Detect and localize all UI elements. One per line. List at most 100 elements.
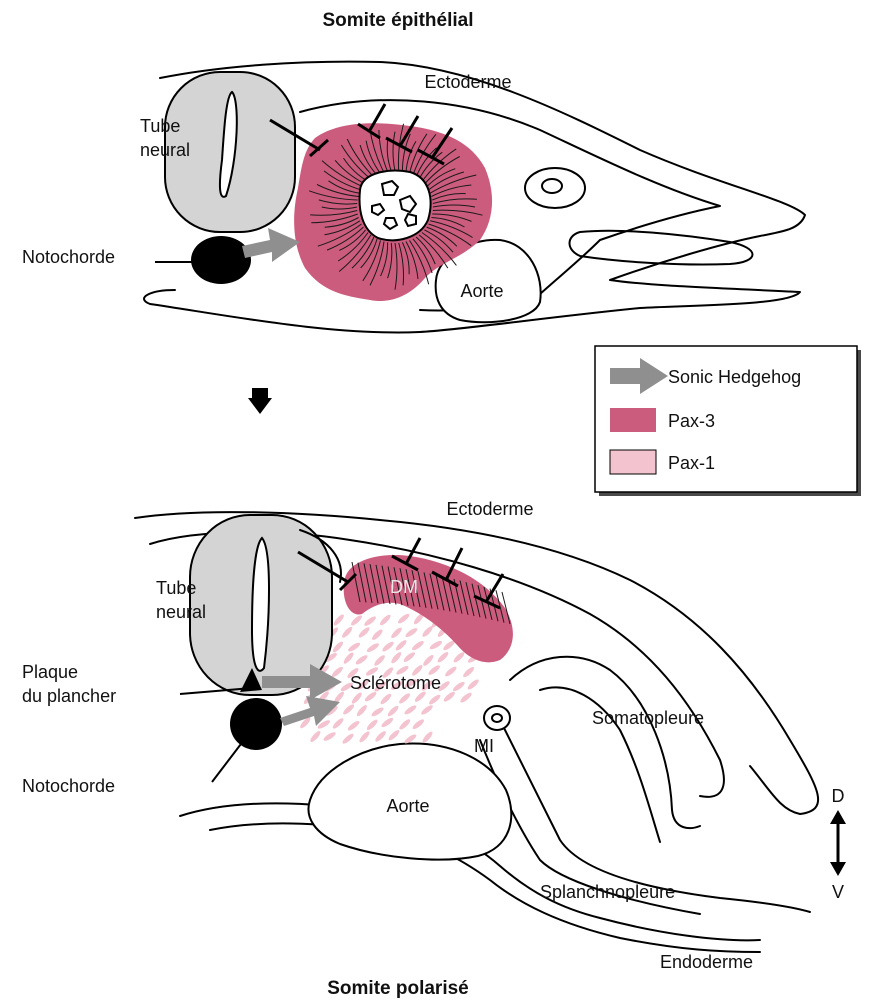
sclerotome-cell — [422, 626, 433, 637]
dermomyotome-cell-stripe — [375, 564, 385, 604]
sclerotome-cell — [317, 720, 331, 729]
dermomyotome-cell-stripe — [435, 574, 445, 611]
top-neural-canal — [218, 90, 238, 198]
sclerotome-cell — [324, 653, 337, 662]
sclerotome-cell — [443, 640, 455, 651]
sclerotome-cell — [380, 614, 391, 626]
somite-cell-stripe — [339, 229, 366, 251]
dermomyotome-cell-stripe — [453, 578, 463, 614]
somite-cell-stripe — [421, 148, 457, 182]
sclerotome-cell — [364, 692, 377, 702]
somite-cell-stripe — [324, 217, 359, 228]
sclerotome-cell — [428, 665, 440, 675]
bottom-aorta — [307, 742, 513, 861]
bottom-somatopleure-inner — [539, 686, 661, 843]
somite-cell-stripe — [412, 238, 433, 274]
legend-shh-icon — [610, 358, 668, 394]
sclerotome-cell — [412, 719, 424, 730]
somite-cell-stripe — [392, 131, 396, 171]
somite-cell-stripe — [311, 213, 358, 224]
somite-cell-stripe — [394, 243, 398, 290]
bottom-inhibition-markers — [297, 537, 505, 610]
bottom-shh-arrow-floor — [262, 664, 342, 700]
dermomyotome-cell-stripe — [387, 566, 397, 605]
bottom-label-aorta: Aorte — [386, 796, 429, 816]
bottom-notochord-leader — [211, 739, 245, 783]
dermomyotome-cell-stripe — [423, 572, 433, 609]
top-label-tube-1: Tube — [140, 116, 180, 136]
somite-cell-stripe — [428, 171, 465, 191]
somite-cell-stripe — [346, 138, 375, 178]
somite-cell-stripe — [387, 242, 393, 279]
somite-cell-stripe — [397, 123, 405, 172]
sclerotome-cell — [403, 652, 415, 662]
bottom-label-floor-plate-1: Plaque — [22, 662, 78, 682]
sclerotome-cell — [340, 682, 353, 692]
somite-cell-stripe — [429, 220, 473, 238]
bottom-label-dm: DM — [390, 577, 418, 597]
top-lateral-plate — [568, 229, 754, 266]
somite-cell-stripe — [418, 234, 449, 269]
sclerotome-cell — [372, 629, 383, 640]
sclerotome-cell — [342, 733, 354, 744]
axis-arrowhead-up — [830, 810, 846, 824]
sclerotome-cell — [300, 717, 311, 729]
bottom-label-im: MI — [474, 736, 494, 756]
somite-cell-stripe — [317, 223, 362, 247]
somite-cell-stripe — [369, 241, 385, 286]
sclerotome-cell — [382, 641, 394, 652]
top-notochord — [191, 236, 251, 284]
sclerotome-cell — [429, 640, 443, 650]
legend-label-shh: Sonic Hedgehog — [668, 367, 801, 387]
bottom-floor-plate — [240, 668, 262, 692]
somite-cell-stripe — [428, 223, 472, 247]
sclerotome-cell — [413, 613, 424, 625]
dermomyotome-cell-stripe — [381, 565, 391, 605]
top-label-tube-2: neural — [140, 140, 190, 160]
somite-cell-stripe — [321, 206, 358, 210]
sclerotome-cell — [453, 652, 465, 663]
somite-cell-stripe — [426, 226, 458, 247]
sclerotome-cell — [358, 627, 370, 638]
bottom-label-sclerotome: Sclérotome — [350, 673, 441, 693]
sclerotome-cell — [331, 666, 343, 677]
sclerotome-cell — [412, 664, 423, 676]
bottom-panel: Ectoderme Tube neural Plaque du plancher… — [22, 499, 819, 999]
sclerotome-cell — [356, 680, 369, 690]
somite-cell-stripe — [421, 232, 457, 266]
dermomyotome-cell-stripe — [405, 569, 415, 607]
sclerotome-cell — [399, 719, 411, 730]
dermomyotome-cell-stripe — [429, 573, 439, 610]
somite-cell-stripe — [380, 242, 389, 277]
sclerotome-cell — [391, 652, 402, 664]
legend-label-pax3: Pax-3 — [668, 411, 715, 431]
sclerotome-cell — [380, 693, 392, 705]
sclerotome-cell — [366, 719, 378, 730]
dermomyotome-cell-stripe — [465, 581, 475, 617]
axis-label-dorsal: D — [832, 786, 845, 806]
legend-swatch-pax1 — [609, 449, 657, 475]
somite-cell-stripe — [308, 190, 358, 201]
sclerotome-cell — [463, 667, 475, 678]
somite-cell-stripe — [337, 232, 369, 262]
somite-cell-stripe — [415, 236, 436, 265]
dorsoventral-axis: D V — [830, 786, 846, 902]
bottom-label-ectoderm: Ectoderme — [446, 499, 533, 519]
dermomyotome-cell-stripe — [501, 591, 511, 625]
top-title: Somite épithélial — [323, 10, 474, 31]
somite-cell-stripe — [310, 210, 358, 216]
transition-arrow — [248, 388, 272, 414]
sclerotome-cell — [334, 691, 344, 703]
somite-cell-stripe — [432, 209, 483, 216]
bottom-label-endoderm: Endoderme — [660, 952, 753, 972]
bottom-neural-canal — [250, 536, 270, 672]
sclerotome-cell — [437, 652, 449, 663]
somite-cell-stripe — [401, 242, 410, 275]
sclerotome-cell — [398, 613, 410, 624]
somite-cell-stripe — [409, 133, 428, 174]
sclerotome-cell — [326, 705, 338, 716]
somite-cell-stripe — [365, 140, 381, 174]
sclerotome-cell — [359, 731, 370, 743]
sclerotome-cell — [467, 679, 479, 690]
